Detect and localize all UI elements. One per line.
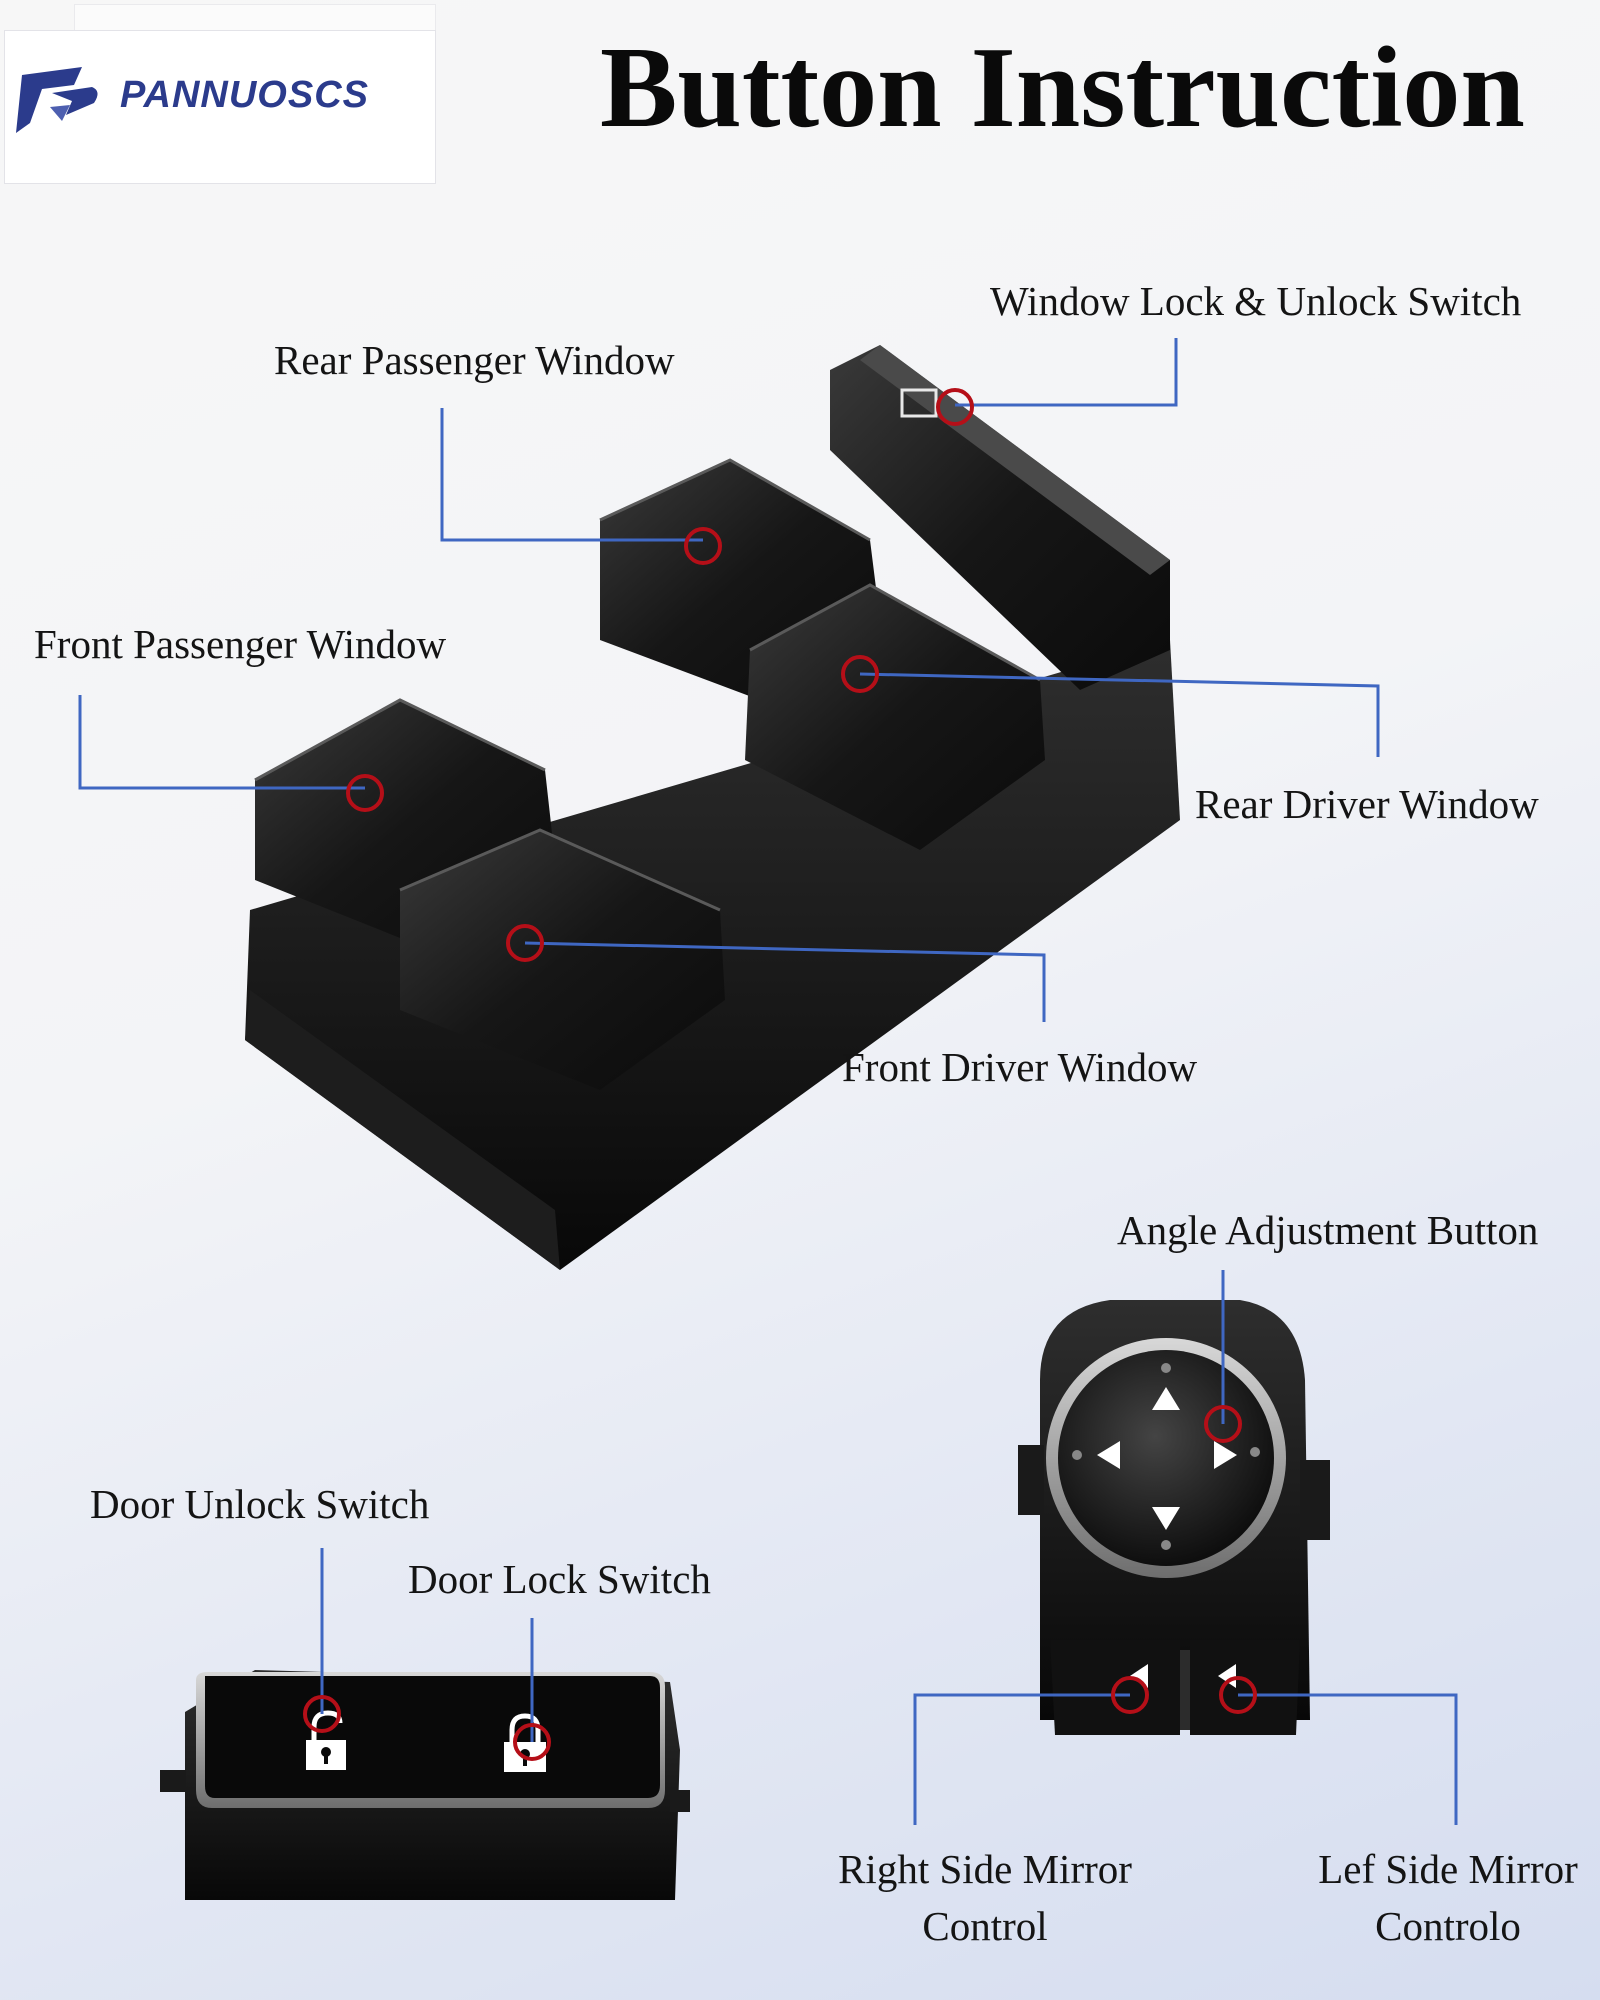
marker-angle-adjustment — [1204, 1405, 1242, 1443]
leader-lines-main — [78, 338, 1380, 1022]
master-window-switch — [245, 345, 1180, 1270]
arrow-down-icon — [1152, 1507, 1180, 1530]
marker-circles-main — [346, 388, 974, 962]
label-left-mirror-line1: Lef Side Mirror — [1318, 1846, 1578, 1892]
label-left-mirror: Lef Side Mirror Controlo — [1300, 1845, 1596, 1951]
arrow-left-icon — [1097, 1441, 1120, 1469]
brand-name: PANNUOSCS — [120, 74, 369, 116]
marker-window-lock — [936, 388, 974, 426]
label-front-passenger: Front Passenger Window — [34, 621, 447, 667]
pannuoscs-logo-icon — [16, 67, 98, 133]
label-front-driver: Front Driver Window — [842, 1044, 1198, 1090]
leader-lines-door — [320, 1548, 534, 1742]
arrow-up-icon — [1152, 1387, 1180, 1410]
label-window-lock: Window Lock & Unlock Switch — [990, 278, 1522, 324]
lock-symbol-icon — [900, 388, 938, 418]
marker-front-passenger — [346, 774, 384, 812]
marker-right-mirror — [1111, 1676, 1149, 1714]
marker-circles-door — [303, 1695, 551, 1761]
marker-front-driver — [506, 924, 544, 962]
marker-door-unlock — [303, 1695, 341, 1733]
label-right-mirror: Right Side Mirror Control — [815, 1845, 1155, 1951]
page-title: Button Instruction — [600, 24, 1525, 152]
label-door-unlock: Door Unlock Switch — [90, 1481, 430, 1527]
label-right-mirror-line1: Right Side Mirror — [838, 1846, 1132, 1892]
label-angle-adjustment: Angle Adjustment Button — [1117, 1207, 1539, 1253]
label-rear-driver: Rear Driver Window — [1195, 781, 1539, 827]
mirror-control-switch — [1018, 1300, 1330, 1735]
marker-circles-mirror — [1111, 1405, 1257, 1714]
label-rear-passenger: Rear Passenger Window — [274, 337, 675, 383]
marker-rear-passenger — [684, 527, 722, 565]
leader-lines-mirror — [913, 1270, 1458, 1825]
door-lock-switch — [160, 1670, 690, 1900]
marker-rear-driver — [841, 655, 879, 693]
marker-door-lock — [513, 1723, 551, 1761]
marker-left-mirror — [1219, 1676, 1257, 1714]
label-right-mirror-line2: Control — [922, 1903, 1048, 1950]
label-door-lock: Door Lock Switch — [408, 1556, 711, 1602]
brand-block: PANNUOSCS — [4, 4, 444, 184]
mirror-left-select-icon — [1218, 1664, 1236, 1688]
label-left-mirror-line2: Controlo — [1375, 1903, 1521, 1950]
arrow-right-icon — [1214, 1441, 1237, 1469]
